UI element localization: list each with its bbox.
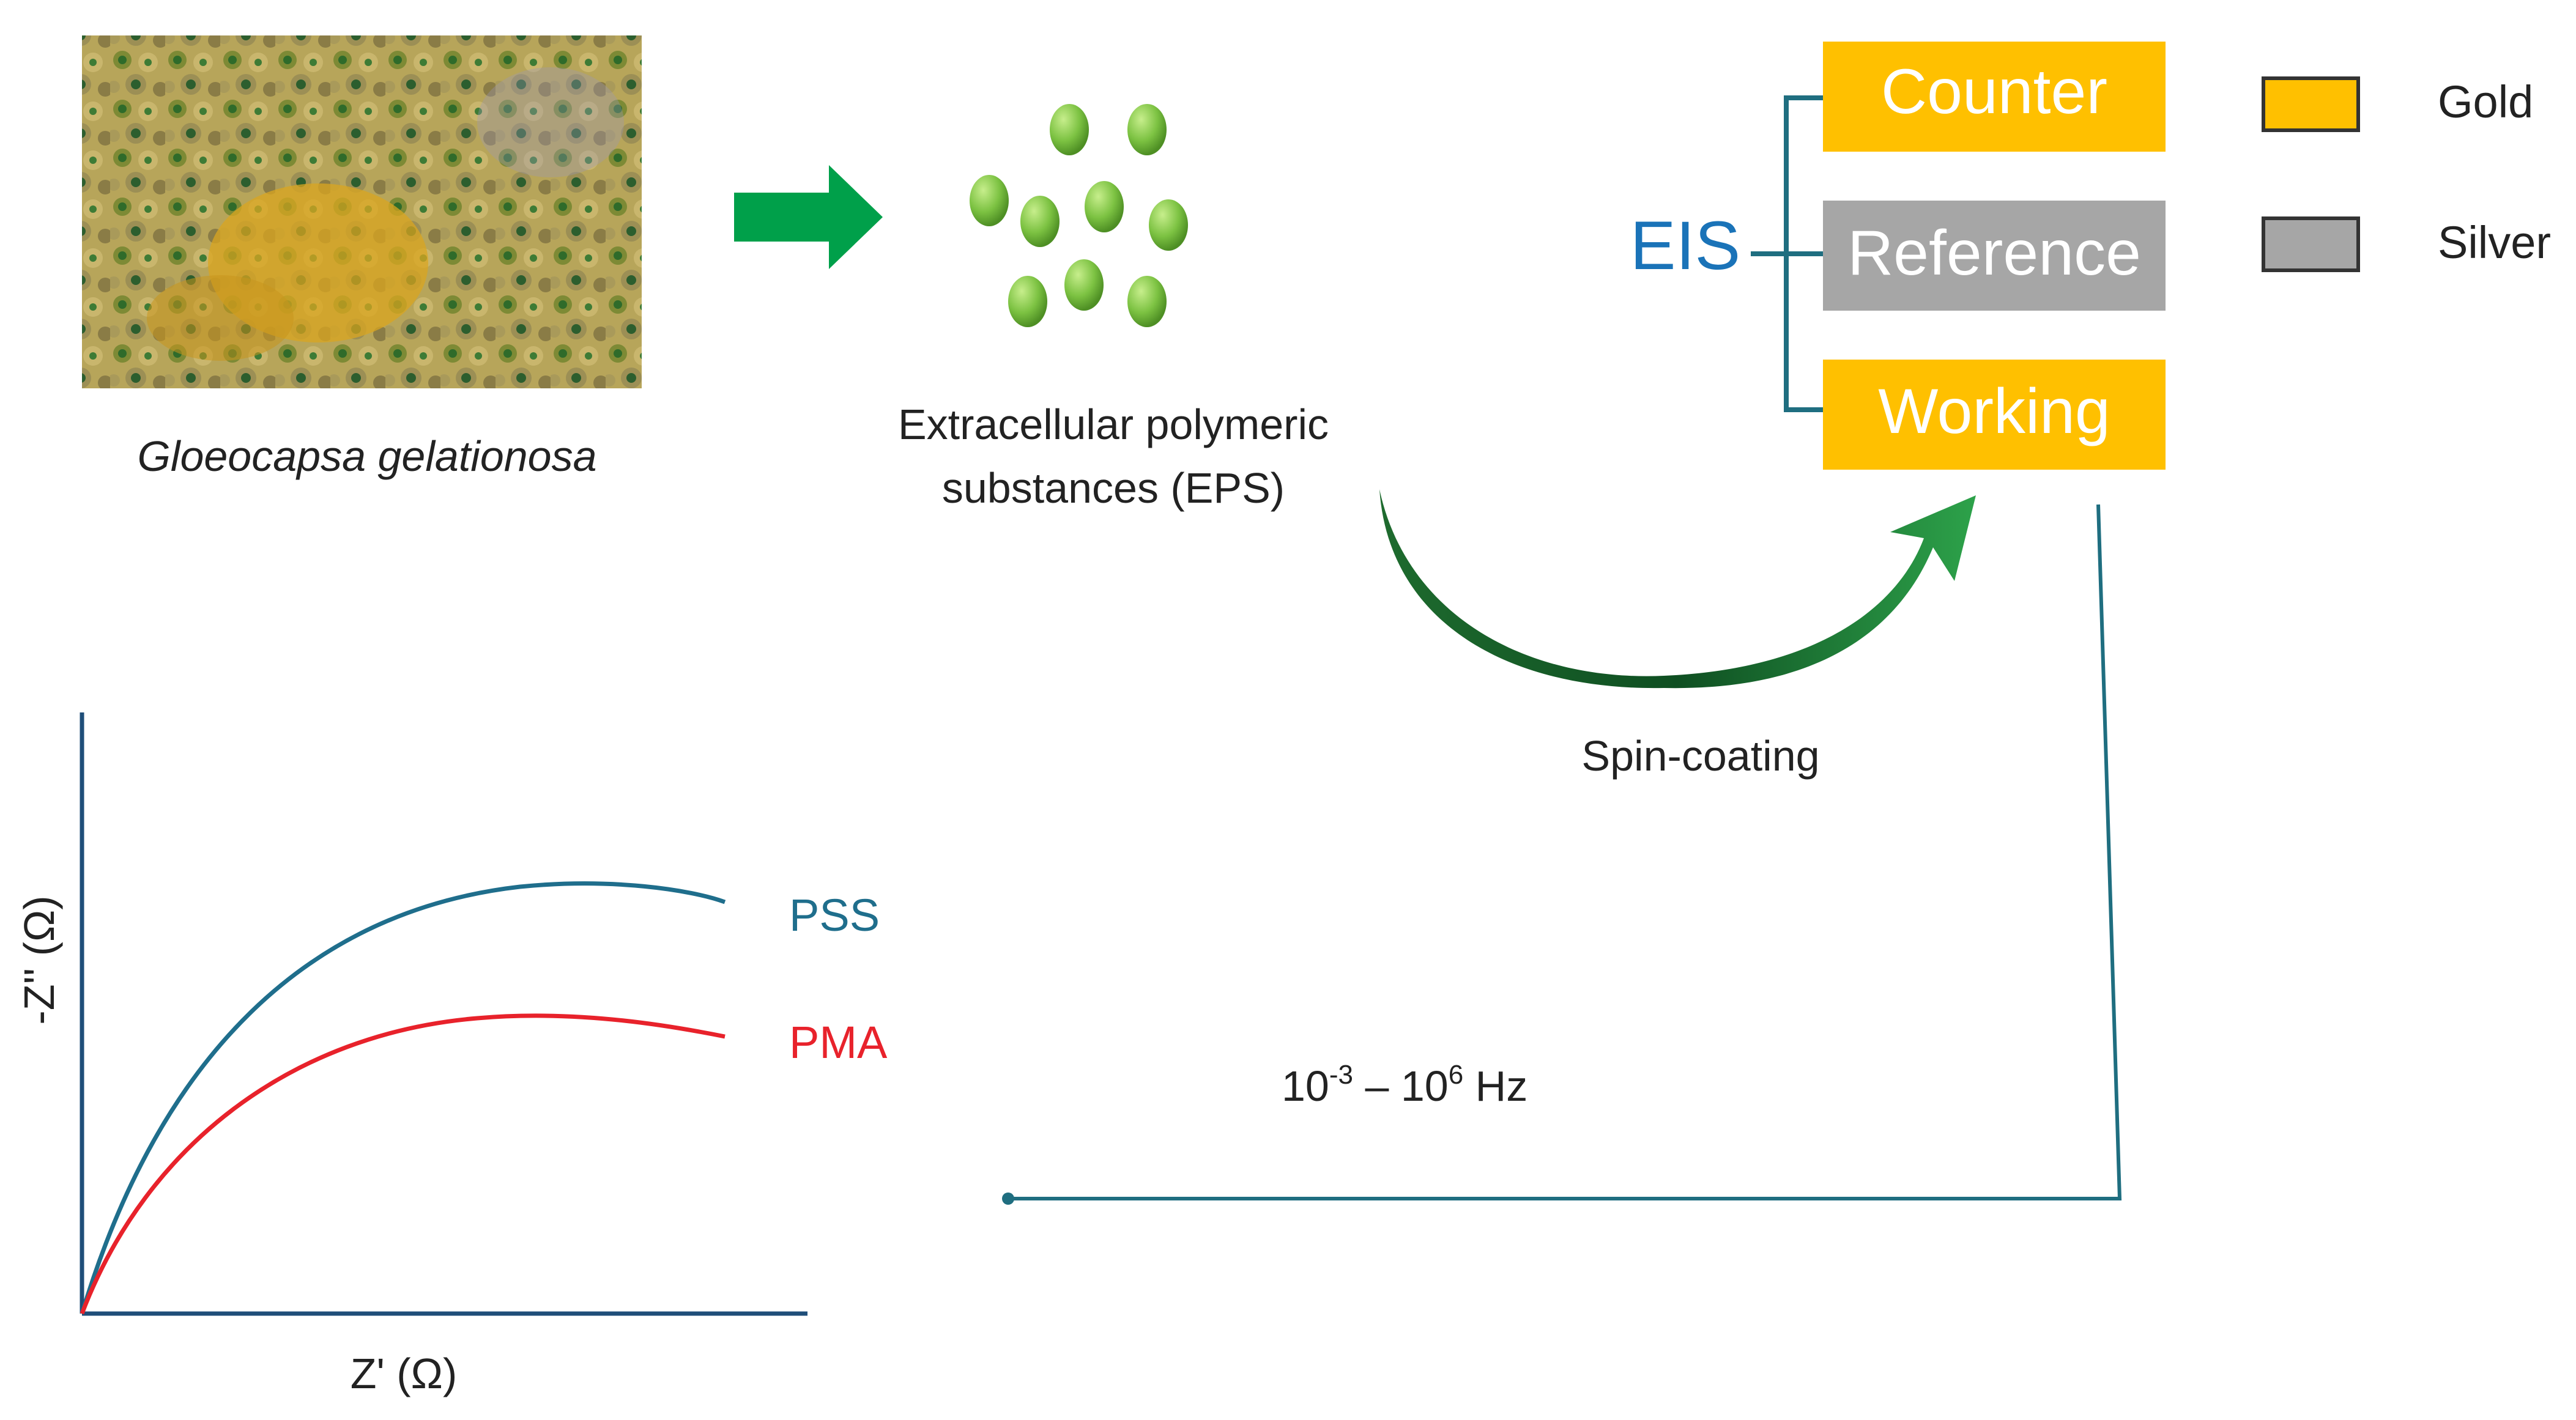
legend-label-silver: Silver [2438,217,2551,268]
electrode-box-counter: Counter [1823,42,2166,152]
series-line-pma [80,1013,726,1315]
eis-label: EIS [1630,207,1741,284]
nyquist-chart: PSS PMA -Z'' (Ω) Z' (Ω) [15,712,888,1397]
eps-label-line1: Extracellular polymeric [898,401,1329,448]
micrograph-image [82,35,642,388]
organism-label: Gloeocapsa gelationosa [137,432,596,480]
series-label-pss: PSS [789,890,880,941]
legend-swatch-gold [2262,76,2360,132]
spin-coating-label: Spin-coating [1581,732,1819,780]
curved-arrow-icon [1379,489,1976,689]
legend-swatch-silver [2262,216,2360,272]
measurement-connector [1002,504,2122,1205]
electrode-box-reference: Reference [1823,201,2166,311]
frequency-range-label: 10-3 – 106 Hz [1282,1060,1527,1110]
eps-beads-icon [970,104,1188,327]
y-axis-label: -Z'' (Ω) [15,895,63,1024]
x-axis-label: Z' (Ω) [351,1350,458,1397]
eps-label-line2: substances (EPS) [942,464,1285,512]
green-arrow-right-icon [734,165,883,269]
legend-label-gold: Gold [2438,76,2533,127]
eis-bracket [1751,95,1832,412]
electrode-box-working: Working [1823,360,2166,470]
electrode-label-reference: Reference [1847,218,2141,289]
series-label-pma: PMA [789,1017,888,1068]
electrode-label-counter: Counter [1881,56,2107,127]
series-line-pss [80,881,726,1315]
legend: Gold Silver [2262,76,2551,272]
electrode-label-working: Working [1878,376,2110,447]
